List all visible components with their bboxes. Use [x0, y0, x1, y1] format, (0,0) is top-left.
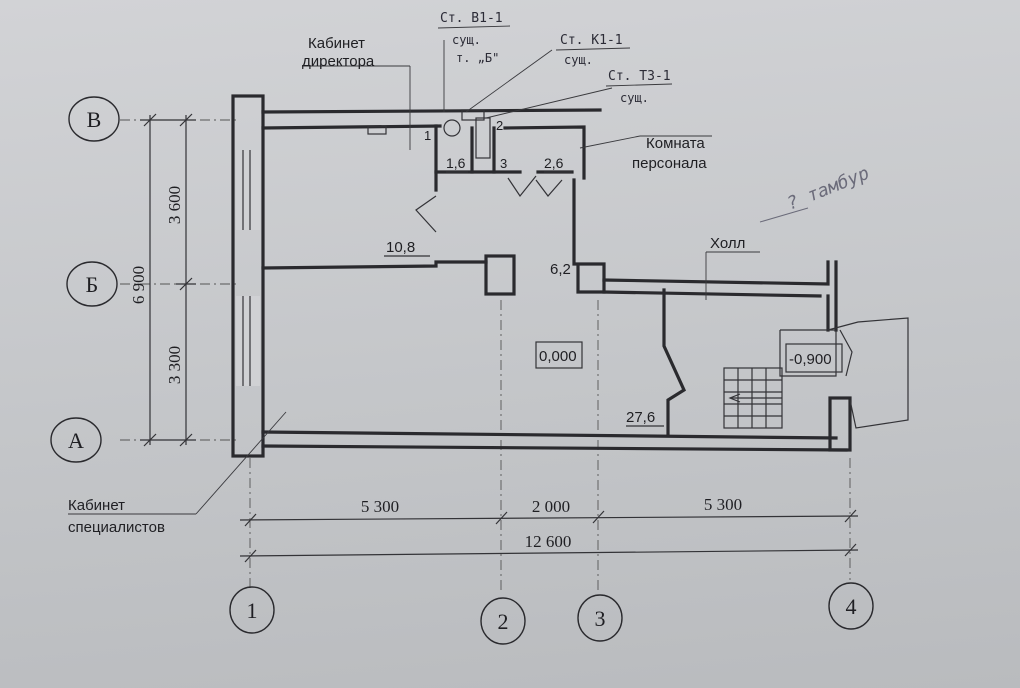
dim-vertical-upper: 3 600: [165, 186, 184, 224]
level-boxes: [535, 341, 843, 373]
area-staff: 2,6: [544, 155, 564, 171]
room-number-3: 3: [500, 156, 507, 171]
axis-bubble-row-b: [66, 261, 118, 307]
riser-k1-name: Ст. К1-1: [560, 33, 623, 48]
level-main: 0,000: [539, 348, 577, 365]
walls: [231, 94, 909, 458]
axis-label-col-3: 3: [595, 606, 606, 631]
stairs: [723, 367, 783, 429]
area-director: 10,8: [386, 239, 415, 256]
area-wc1: 1,6: [446, 155, 466, 171]
axis-label-row-a: А: [68, 428, 84, 453]
pencil-leader: [759, 207, 809, 223]
riser-t3-status: сущ.: [620, 91, 649, 105]
area-underlines: [384, 171, 664, 427]
dim-horizontal-3: 5 300: [704, 495, 742, 514]
room-label-hall: Холл: [710, 235, 745, 252]
dim-vertical-lower: 3 300: [165, 346, 184, 384]
level-lower: -0,900: [789, 351, 832, 368]
axis-label-col-4: 4: [846, 594, 857, 619]
room-label-specialists: Кабинет специалистов: [68, 497, 165, 536]
vertical-dimensions: [140, 113, 196, 447]
room-label-staff-line2: персонала: [632, 155, 707, 172]
axis-bubble-row-a: [50, 417, 102, 463]
dim-vertical-total: 6 900: [129, 266, 148, 304]
area-corridor: 6,2: [550, 261, 571, 278]
dim-horizontal-2: 2 000: [532, 497, 570, 516]
room-label-staff: Комната персонала: [632, 135, 709, 172]
room-number-2: 2: [496, 118, 503, 133]
wc-fixtures: [443, 109, 491, 159]
riser-b1-name: Ст. В1-1: [440, 11, 503, 26]
room-label-director-line1: Кабинет: [308, 35, 365, 52]
riser-b1-note: т. „Б": [456, 51, 499, 65]
axis-label-row-v: В: [87, 107, 102, 132]
riser-t3-name: Ст. ТЗ-1: [608, 69, 671, 84]
room-label-specialists-line2: специалистов: [68, 519, 165, 536]
room-label-director: Кабинет директора: [302, 35, 375, 70]
dim-horizontal-total: 12 600: [525, 532, 572, 551]
dim-horizontal-1: 5 300: [361, 497, 399, 516]
pencil-note: ? тамбур: [784, 163, 872, 215]
area-hall: 27,6: [626, 409, 655, 426]
axis-label-col-2: 2: [498, 609, 509, 634]
axis-bubbles-cols: [229, 582, 874, 645]
horizontal-dimensions: [239, 509, 859, 563]
riser-k1-status: сущ.: [564, 53, 593, 67]
room-label-specialists-line1: Кабинет: [68, 497, 125, 514]
axis-label-row-b: Б: [86, 272, 99, 297]
axis-label-col-1: 1: [247, 598, 258, 623]
room-label-staff-line1: Комната: [646, 135, 705, 152]
riser-b1-status: сущ.: [452, 33, 481, 47]
axis-bubble-row-v: [68, 96, 120, 142]
room-number-1: 1: [424, 128, 431, 143]
doors: [367, 125, 853, 377]
leader-lines: [68, 40, 760, 515]
room-label-director-line2: директора: [302, 53, 375, 70]
